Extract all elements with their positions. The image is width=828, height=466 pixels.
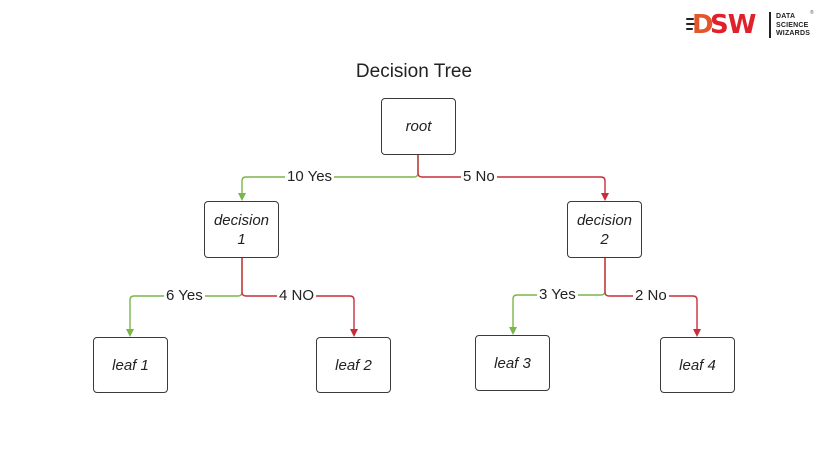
edge-label-root-decision2: 5 No [461, 168, 497, 185]
dsw-logo: D SW DATA SCIENCE WIZARDS ® [686, 10, 818, 42]
edge-label-decision1-leaf1: 6 Yes [164, 287, 205, 304]
node-decision-2-label: decision 2 [576, 211, 633, 248]
node-leaf-3-label: leaf 3 [494, 354, 531, 372]
edge-decision1-leaf2-arrow [350, 329, 358, 337]
logo-line-2: SCIENCE [776, 21, 809, 29]
edge-root-decision1-arrow [238, 193, 246, 201]
edge-decision1-leaf1-arrow [126, 329, 134, 337]
node-leaf-1: leaf 1 [93, 337, 168, 393]
node-decision-1: decision 1 [204, 201, 279, 258]
logo-mark-sw: SW [710, 10, 756, 40]
logo-mark-d: D [692, 10, 714, 40]
edge-decision2-leaf4-arrow [693, 329, 701, 337]
speed-lines-icon [686, 18, 696, 34]
edge-root-decision2-arrow [601, 193, 609, 201]
node-root: root [381, 98, 456, 155]
edge-label-decision2-leaf3: 3 Yes [537, 286, 578, 303]
node-decision-2: decision 2 [567, 201, 642, 258]
logo-trademark: ® [810, 10, 814, 16]
node-leaf-4-label: leaf 4 [679, 356, 716, 374]
edge-label-decision2-leaf4: 2 No [633, 287, 669, 304]
logo-line-3: WIZARDS [776, 30, 811, 37]
logo-wordmark: DATA SCIENCE WIZARDS [776, 13, 810, 39]
edge-label-decision1-leaf2: 4 NO [277, 287, 317, 304]
node-root-label: root [405, 118, 432, 135]
node-leaf-2: leaf 2 [316, 337, 391, 393]
edge-label-root-decision1: 10 Yes [285, 168, 335, 185]
edge-root-decision2 [417, 155, 606, 199]
node-leaf-4: leaf 4 [660, 337, 735, 393]
logo-divider [769, 12, 771, 38]
node-leaf-3: leaf 3 [475, 335, 550, 391]
edge-decision2-leaf3-arrow [509, 327, 517, 335]
logo-line-1: DATA [776, 13, 796, 20]
node-leaf-1-label: leaf 1 [112, 356, 149, 374]
node-leaf-2-label: leaf 2 [335, 356, 372, 374]
diagram-title: Decision Tree [355, 61, 473, 82]
node-decision-1-label: decision 1 [213, 211, 270, 248]
